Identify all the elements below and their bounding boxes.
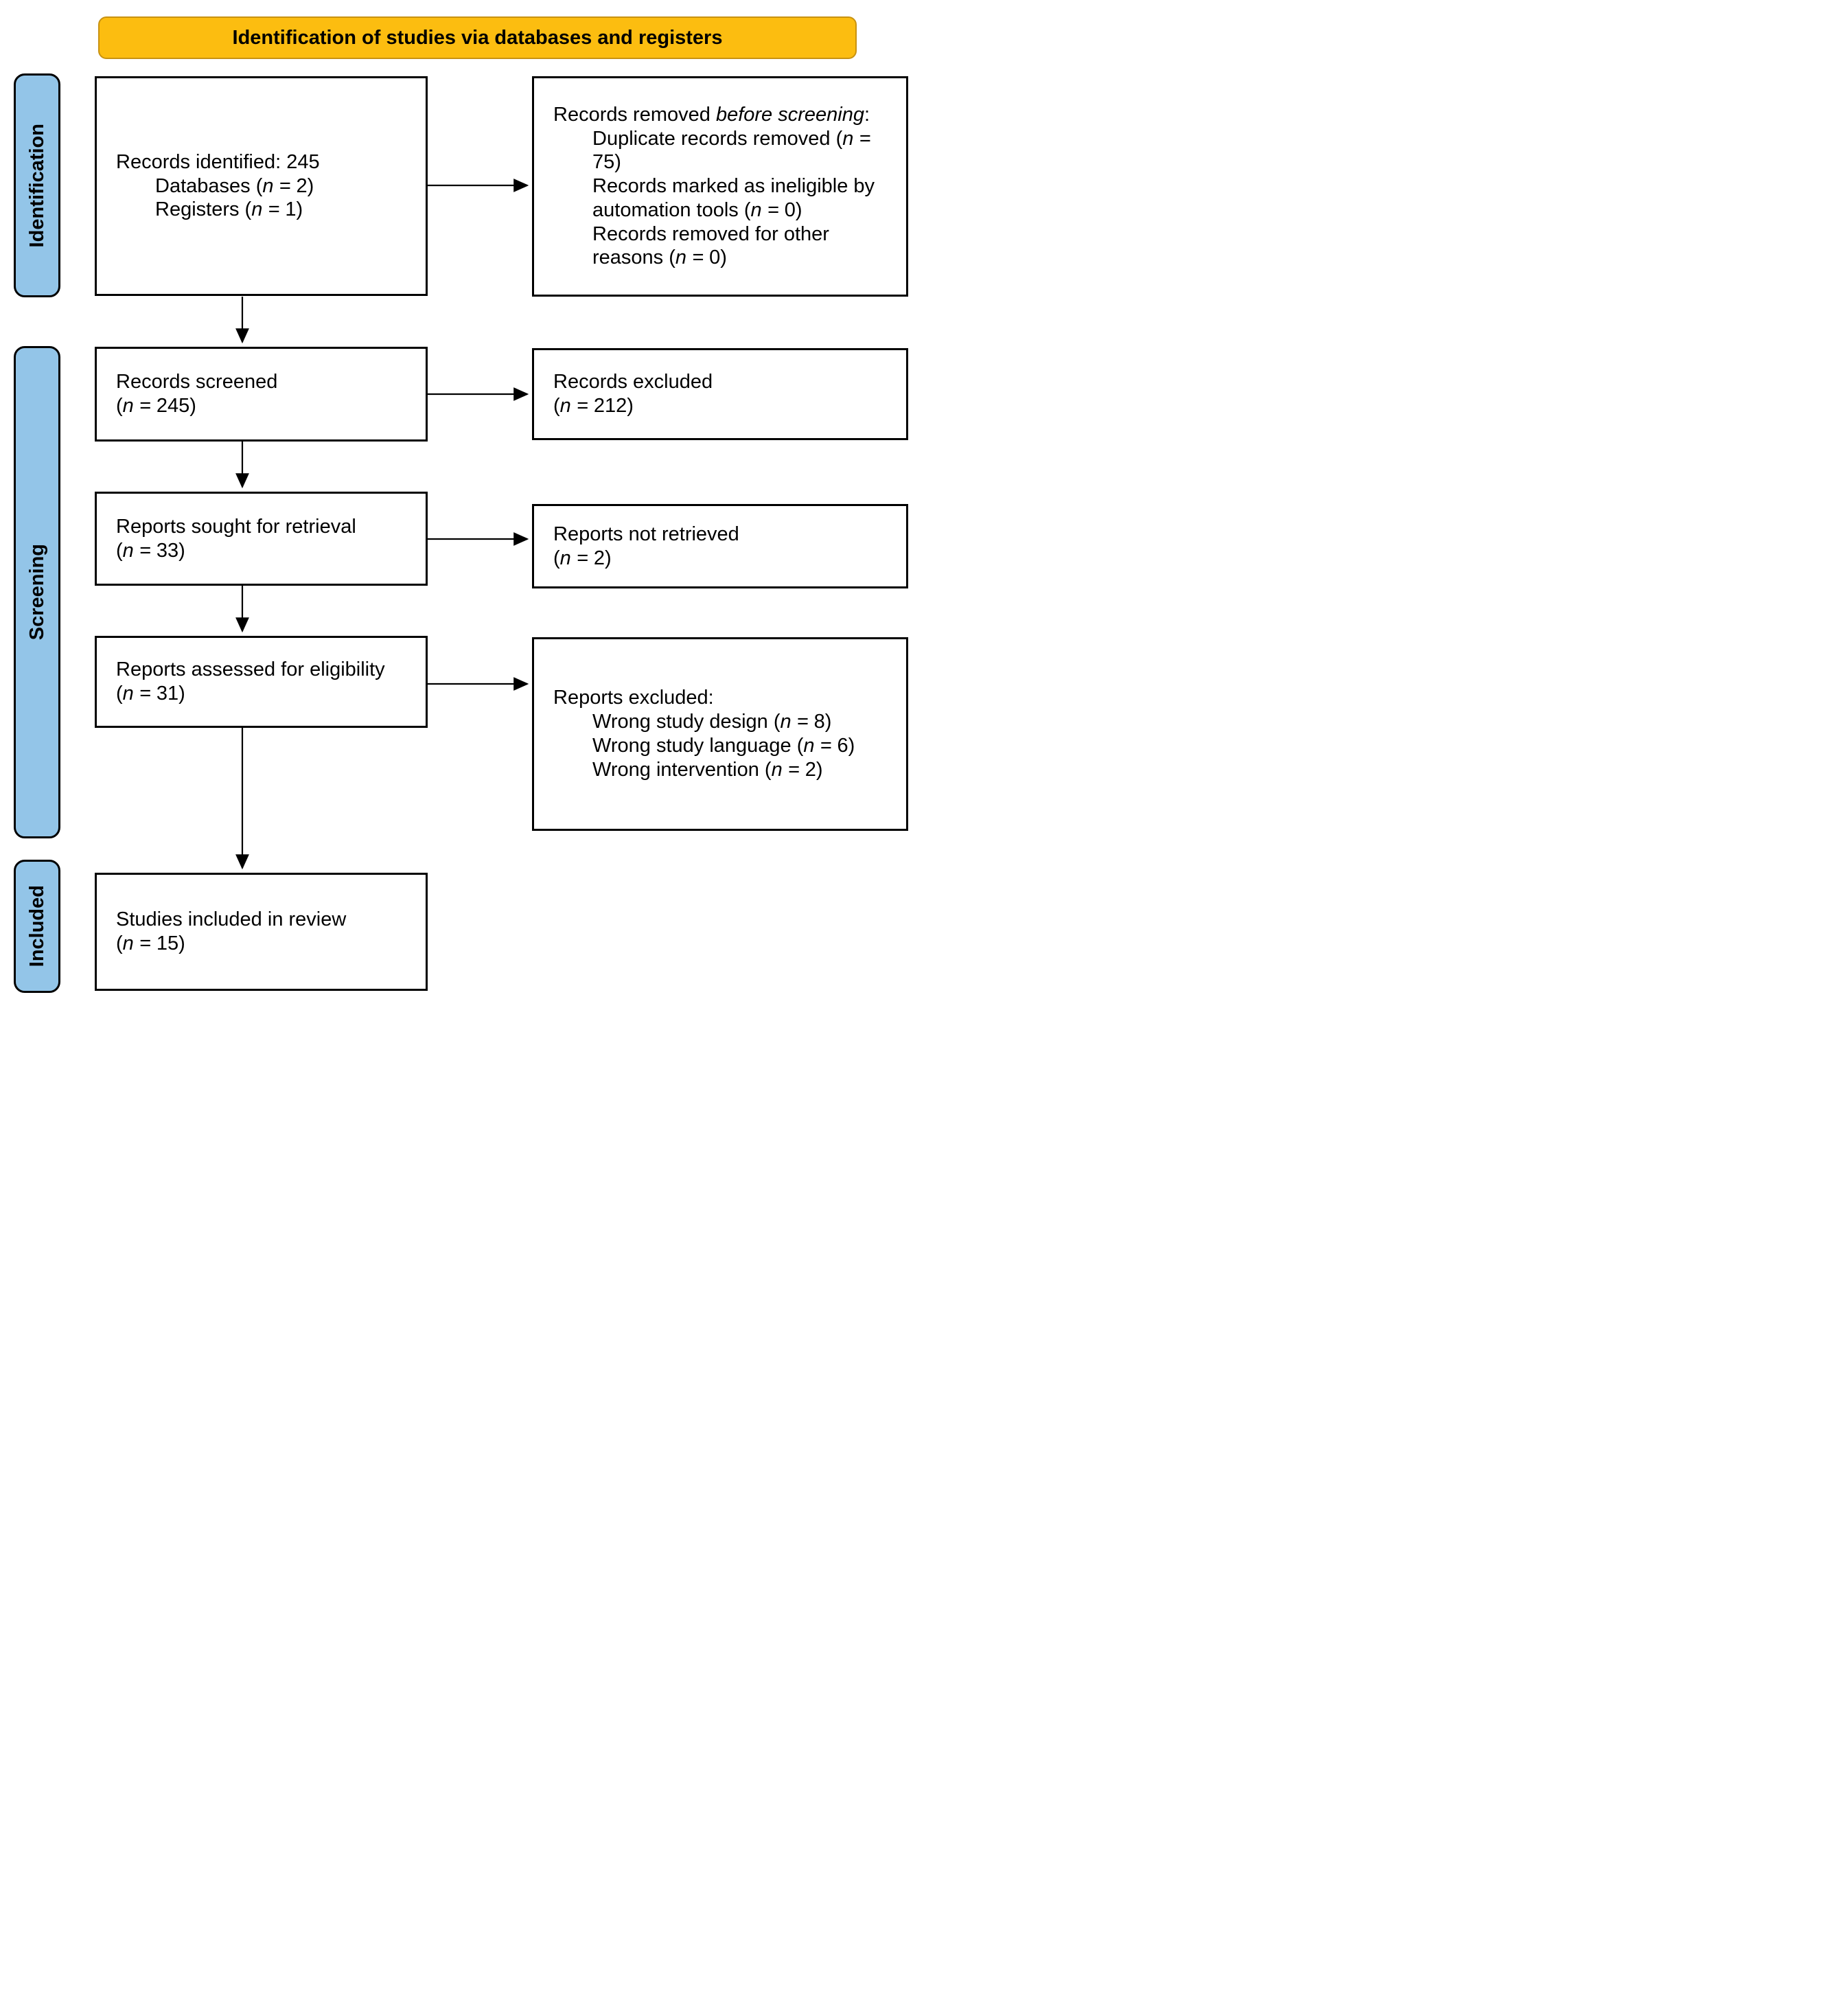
box-line: Registers (n = 1) <box>155 198 303 221</box>
box-line: Duplicate records removed (n = 75) <box>592 127 871 174</box>
box-line: Records screened <box>116 371 278 393</box>
box-line: Reports not retrieved <box>553 523 739 545</box>
box-studies-included-in-review: Studies included in review (n = 15) <box>95 873 428 991</box>
box-line: Records excluded <box>553 371 713 393</box>
box-line: Databases (n = 2) <box>155 174 314 197</box>
banner-title: Identification of studies via databases … <box>98 16 857 59</box>
box-line: Reports excluded: <box>553 687 714 709</box>
stage-label-screening: Screening <box>14 346 60 838</box>
box-line: Reports assessed for eligibility <box>116 658 385 681</box>
box-line: (n = 2) <box>553 547 612 569</box>
box-records-identified: Records identified: 245 Databases (n = 2… <box>95 76 428 296</box>
box-line: Wrong intervention (n = 2) <box>592 758 823 781</box>
box-line: Records marked as ineligible by automati… <box>592 175 875 221</box>
box-line: (n = 245) <box>116 395 196 417</box>
prisma-flow-diagram: Identification of studies via databases … <box>0 0 913 1008</box>
box-line: Records identified: 245 <box>116 150 320 173</box>
box-line: (n = 212) <box>553 395 634 417</box>
box-line: Studies included in review <box>116 908 347 931</box>
box-line: Reports sought for retrieval <box>116 515 356 538</box>
box-reports-assessed-for-eligibility: Reports assessed for eligibility (n = 31… <box>95 636 428 728</box>
box-line: (n = 33) <box>116 539 185 562</box>
banner-title-text: Identification of studies via databases … <box>232 26 723 49</box>
box-records-removed-before-screening: Records removed before screening: Duplic… <box>532 76 908 297</box>
stage-label-identification: Identification <box>14 73 60 297</box>
box-records-excluded: Records excluded (n = 212) <box>532 348 908 440</box>
box-line: Records removed before screening: <box>553 103 870 126</box>
box-line: (n = 15) <box>116 932 185 954</box>
box-reports-not-retrieved: Reports not retrieved (n = 2) <box>532 504 908 588</box>
box-line: Wrong study language (n = 6) <box>592 735 855 757</box>
box-records-screened: Records screened (n = 245) <box>95 347 428 442</box>
box-line: Records removed for other reasons (n = 0… <box>592 222 829 269</box>
box-line: Wrong study design (n = 8) <box>592 711 832 733</box>
box-reports-excluded: Reports excluded: Wrong study design (n … <box>532 637 908 831</box>
stage-label-included: Included <box>14 860 60 993</box>
box-reports-sought-for-retrieval: Reports sought for retrieval (n = 33) <box>95 492 428 586</box>
box-line: (n = 31) <box>116 683 185 705</box>
